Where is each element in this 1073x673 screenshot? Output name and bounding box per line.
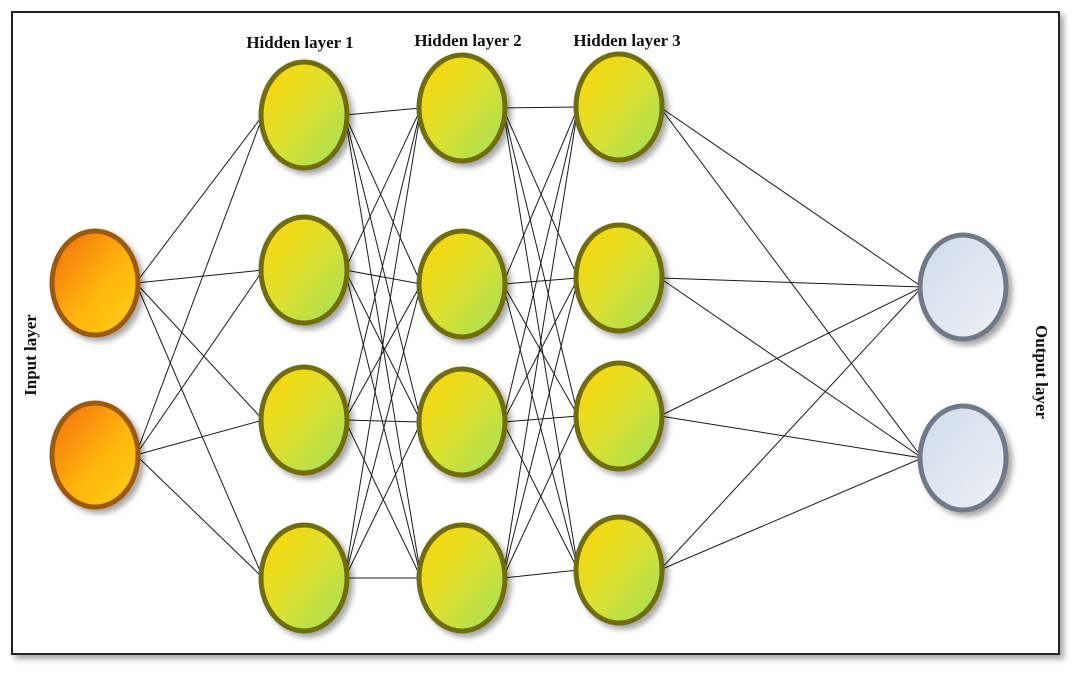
hidden-layer-2-label: Hidden layer 2 [414,31,521,50]
neurons [49,51,1009,634]
connection-2-0-3 [502,107,579,571]
connection-3-3-1 [659,457,923,571]
connection-1-2-1 [344,283,422,421]
connection-3-1-1 [659,277,923,459]
connection-1-1-3 [344,269,422,579]
input-layer-label: Input layer [21,314,40,396]
connection-1-0-0 [344,107,422,116]
hidden-3-neuron-1 [573,51,665,163]
connection-1-2-2 [344,419,422,423]
connection-0-0-2 [135,282,264,421]
connection-1-3-0 [344,107,422,579]
connection-0-0-1 [135,269,264,284]
connection-1-3-2 [344,421,422,579]
connection-3-1-0 [659,277,923,288]
output-neuron-1 [917,232,1009,342]
hidden-layer-1-label: Hidden layer 1 [246,33,353,52]
connection-3-2-0 [659,286,923,417]
connection-2-3-2 [502,415,579,579]
connection-0-0-3 [135,282,264,579]
connection-1-2-0 [344,107,422,421]
connection-2-2-0 [502,106,579,423]
hidden-1-neuron-3 [258,364,350,476]
hidden-3-neuron-4 [573,514,665,626]
connection-2-2-1 [502,277,579,423]
connection-2-3-0 [502,106,579,579]
hidden-2-neuron-4 [416,522,508,634]
output-neuron-2 [917,403,1009,513]
connection-0-0-0 [135,114,264,284]
hidden-2-neuron-2 [416,228,508,340]
connection-2-0-1 [502,107,579,279]
connection-1-3-1 [344,283,422,579]
connection-0-1-3 [135,454,264,579]
connection-2-3-1 [502,277,579,579]
hidden-2-neuron-3 [416,366,508,478]
connection-1-1-1 [344,269,422,285]
hidden-2-neuron-1 [416,52,508,164]
output-layer-label: Output layer [1032,325,1051,419]
connection-0-1-0 [135,114,264,456]
connection-2-2-2 [502,415,579,423]
connections [135,106,923,579]
diagram-frame [11,11,1060,655]
connection-1-0-2 [344,114,422,423]
connection-3-3-0 [659,286,923,571]
connection-3-0-0 [659,106,923,288]
connection-0-1-2 [135,419,264,456]
hidden-3-neuron-3 [573,360,665,472]
input-neuron-2 [49,400,141,510]
hidden-1-neuron-2 [258,214,350,326]
hidden-1-neuron-1 [258,59,350,171]
connection-1-0-1 [344,114,422,285]
hidden-3-neuron-2 [573,222,665,334]
connection-3-2-1 [659,415,923,459]
connection-2-1-0 [502,106,579,285]
hidden-layer-3-label: Hidden layer 3 [573,31,680,50]
connection-2-1-1 [502,277,579,285]
connection-2-0-2 [502,107,579,417]
connection-1-1-0 [344,107,422,271]
connection-2-0-0 [502,106,579,109]
connection-0-1-1 [135,269,264,456]
connection-2-3-3 [502,569,579,579]
input-neuron-1 [49,228,141,338]
hidden-1-neuron-4 [258,522,350,634]
